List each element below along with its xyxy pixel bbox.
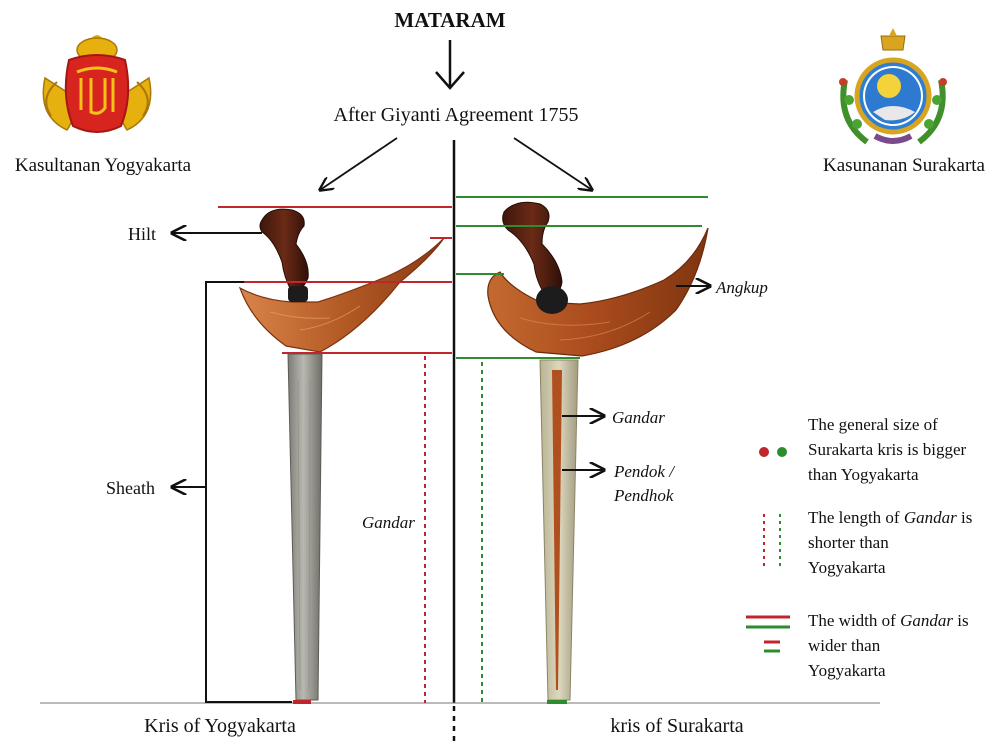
- surakarta-hilt-ring: [536, 286, 568, 314]
- label-kasunanan-surakarta: Kasunanan Surakarta: [823, 155, 986, 176]
- legend-1-line-3: than Yogyakarta: [808, 465, 919, 484]
- arrow-to-surakarta: [514, 138, 592, 190]
- label-pendok-2: Pendhok: [613, 486, 674, 505]
- legend-2-line-2: shorter than: [808, 533, 889, 552]
- caption-kris-surakarta: kris of Surakarta: [610, 715, 743, 737]
- yogyakarta-tip-marker: [293, 700, 311, 704]
- surakarta-hilt: [503, 202, 562, 296]
- label-angkup: Angkup: [715, 278, 768, 297]
- surakarta-tip-marker: [547, 700, 567, 704]
- label-hilt: Hilt: [128, 224, 156, 244]
- yogyakarta-hilt-ring: [288, 286, 308, 302]
- label-pendok-1: Pendok /: [613, 462, 676, 481]
- yogyakarta-emblem: [43, 35, 150, 132]
- legend-2-line-3: Yogyakarta: [808, 558, 886, 577]
- sheath-bracket: [206, 282, 292, 702]
- label-gandar-left: Gandar: [362, 513, 415, 532]
- arrow-to-yogyakarta: [320, 138, 397, 190]
- label-gandar-right: Gandar: [612, 408, 665, 427]
- legend-3-line-3: Yogyakarta: [808, 661, 886, 680]
- legend-1-line-2: Surakarta kris is bigger: [808, 440, 966, 459]
- label-sheath: Sheath: [106, 478, 155, 498]
- yogyakarta-gandar: [288, 354, 322, 700]
- yogyakarta-hilt: [260, 209, 308, 292]
- surakarta-emblem: [839, 28, 947, 142]
- legend-3-line-2: wider than: [808, 636, 881, 655]
- caption-kris-yogyakarta: Kris of Yogyakarta: [144, 715, 296, 737]
- legend-red-dot: [759, 447, 769, 457]
- legend-1-line-1: The general size of: [808, 415, 938, 434]
- legend: The general size of Surakarta kris is bi…: [746, 415, 972, 680]
- subtitle: After Giyanti Agreement 1755: [334, 104, 579, 126]
- title-mataram: MATARAM: [394, 8, 505, 32]
- yogyakarta-warangka: [240, 238, 444, 352]
- surakarta-kris: [488, 202, 708, 704]
- legend-2-line-1: The length of Gandar is: [808, 508, 972, 527]
- surakarta-warangka: [488, 228, 708, 356]
- legend-3-line-1: The width of Gandar is: [808, 611, 969, 630]
- label-kasultanan-yogyakarta: Kasultanan Yogyakarta: [15, 155, 192, 176]
- legend-green-dot: [777, 447, 787, 457]
- yogyakarta-kris: [240, 209, 444, 704]
